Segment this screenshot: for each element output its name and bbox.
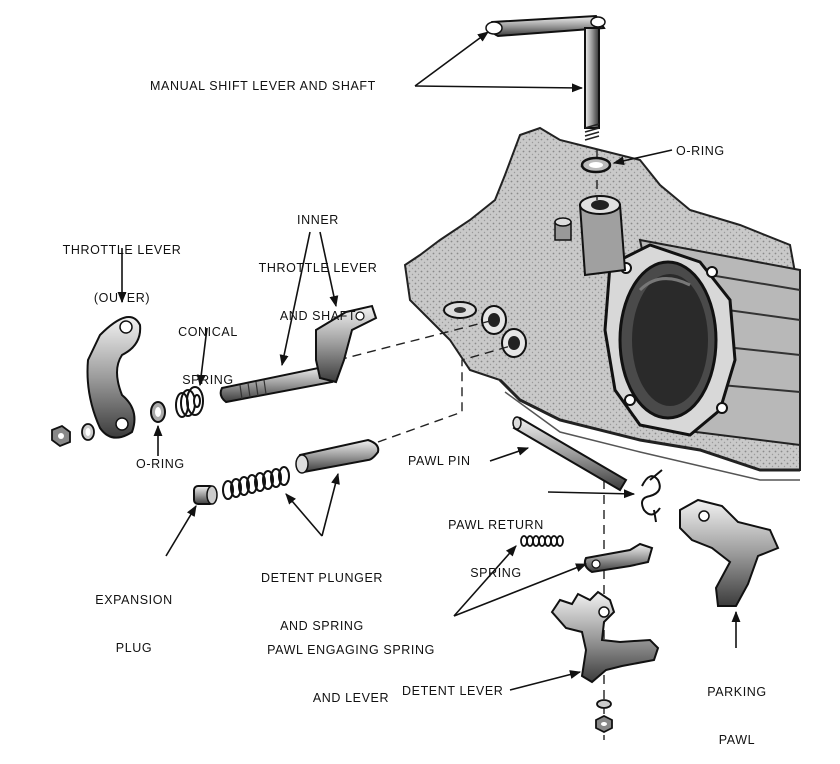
label-conical-line1: CONICAL [178, 325, 238, 339]
leader-lines [117, 31, 741, 691]
label-o-ring-top: O-RING [676, 144, 725, 158]
label-expansion-line2: PLUG [115, 641, 153, 655]
label-inner-throttle-line3: AND SHAFT [279, 309, 357, 323]
o-ring-top-part [580, 156, 612, 174]
label-inner-throttle-line2: THROTTLE LEVER [258, 261, 378, 275]
label-expansion-plug: EXPANSION PLUG [92, 560, 176, 672]
throttle-lever-outer-part [86, 316, 142, 439]
detent-lever-part [550, 590, 660, 684]
label-conical-spring: CONICAL SPRING [170, 292, 246, 404]
label-expansion-line1: EXPANSION [95, 593, 173, 607]
expansion-plug-part [193, 485, 218, 505]
label-parking-pawl: PARKING PAWL [696, 652, 778, 764]
pawl-return-spring-part [641, 469, 663, 523]
label-inner-throttle-lever: INNER THROTTLE LEVER AND SHAFT [258, 180, 378, 340]
pawl-engaging-lever-part [583, 542, 654, 574]
label-detent-plunger-spring: DETENT PLUNGER AND SPRING [254, 538, 390, 650]
detent-plunger-part [295, 438, 380, 474]
label-pawl-engaging-spring: PAWL ENGAGING SPRING AND LEVER [246, 610, 456, 722]
label-detent-lever: DETENT LEVER [402, 684, 504, 698]
label-inner-throttle-line1: INNER [297, 213, 339, 227]
label-throttle-outer-line1: THROTTLE LEVER [62, 243, 182, 257]
bottom-washer-nut-part [595, 699, 613, 734]
detent-spring-part [222, 466, 290, 500]
pawl-engaging-spring-part [520, 535, 564, 547]
parking-pawl-part [679, 498, 780, 607]
o-ring-left-part [150, 401, 166, 423]
label-conical-line2: SPRING [182, 373, 234, 387]
label-pawl-pin: PAWL PIN [408, 454, 471, 468]
label-manual-shift-lever: MANUAL SHIFT LEVER AND SHAFT [150, 79, 376, 93]
inner-throttle-lever-part [219, 304, 378, 404]
label-pawl-return-spring: PAWL RETURN SPRING [440, 485, 552, 597]
label-pawl-return-line2: SPRING [470, 566, 522, 580]
label-detent-plunger-line1: DETENT PLUNGER [260, 571, 384, 585]
label-o-ring-left: O-RING [136, 457, 185, 471]
label-detent-plunger-line2: AND SPRING [280, 619, 364, 633]
label-parking-pawl-line2: PAWL [718, 733, 756, 747]
manual-shift-lever-part [485, 14, 606, 141]
label-pawl-engaging-line1: PAWL ENGAGING SPRING [267, 643, 435, 657]
conical-spring-part [175, 386, 204, 418]
pawl-pin-part [512, 416, 628, 492]
label-pawl-engaging-line2: AND LEVER [312, 691, 390, 705]
nut-washer-part [51, 423, 95, 448]
transmission-case [403, 126, 801, 481]
label-throttle-lever-outer: THROTTLE LEVER (OUTER) [62, 210, 182, 322]
label-parking-pawl-line1: PARKING [707, 685, 767, 699]
label-pawl-return-line1: PAWL RETURN [448, 518, 544, 532]
label-throttle-outer-line2: (OUTER) [93, 291, 151, 305]
